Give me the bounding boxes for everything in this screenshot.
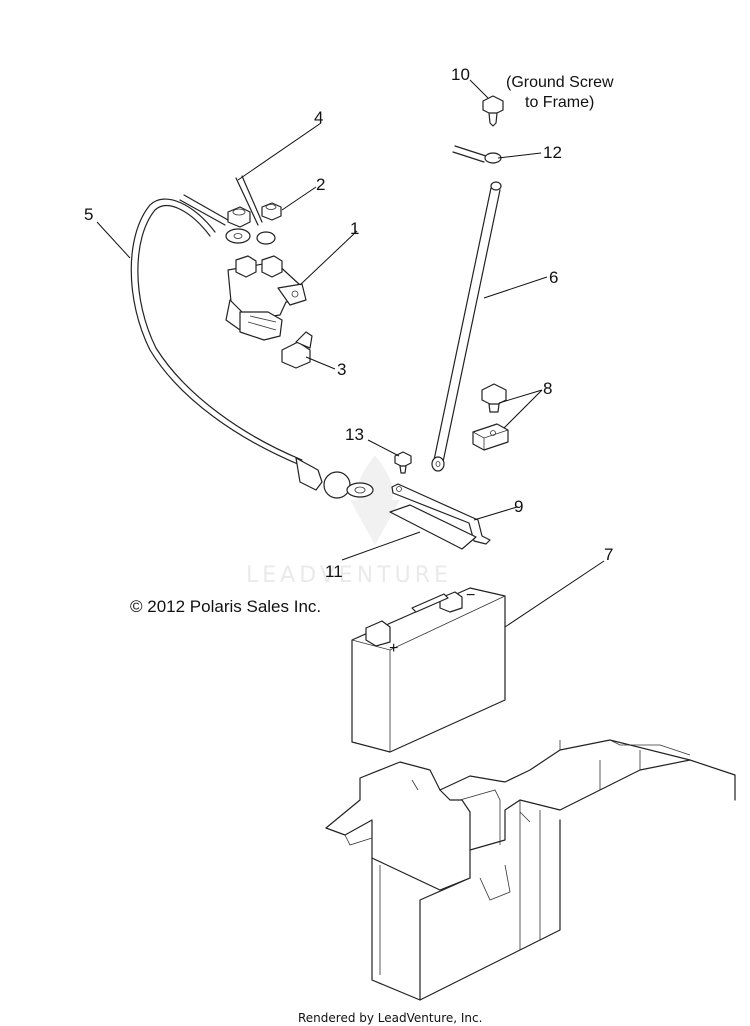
ground-screw-note: (Ground Screw to Frame) — [506, 74, 614, 111]
part-1-solenoid — [225, 255, 307, 341]
note-line-2: to Frame) — [525, 94, 594, 111]
battery-positive-mark: + — [389, 640, 398, 657]
callout-3: 3 — [337, 360, 346, 379]
part-2-nuts — [227, 202, 282, 228]
note-line-1: (Ground Screw — [506, 74, 614, 91]
callout-7: 7 — [604, 545, 613, 564]
battery-negative-mark: − — [466, 587, 475, 604]
copyright-text: © 2012 Polaris Sales Inc. — [130, 597, 321, 616]
callout-11: 11 — [325, 562, 343, 581]
part-12-ground-cable — [452, 145, 502, 164]
callout-6: 6 — [549, 268, 558, 287]
callout-12: 12 — [543, 143, 562, 162]
callout-9: 9 — [514, 497, 523, 516]
leader-lines — [96, 79, 605, 628]
part-6-strap — [431, 181, 502, 472]
leadventure-watermark: LEADVENTURE — [246, 455, 452, 588]
callout-labels: 1 2 3 4 5 6 7 8 9 10 11 12 13 — [84, 65, 613, 581]
part-3-bolt — [281, 331, 313, 369]
part-7-battery: + − — [351, 587, 506, 753]
part-8-bolt-and-block — [472, 383, 509, 451]
part-11-pad — [389, 504, 477, 550]
part-10-ground-screw — [482, 95, 504, 127]
part-9-bracket — [391, 483, 491, 545]
callout-10: 10 — [451, 65, 470, 84]
callout-5: 5 — [84, 205, 93, 224]
callout-4: 4 — [314, 108, 323, 127]
watermark-text: LEADVENTURE — [246, 563, 452, 588]
callout-1: 1 — [350, 219, 359, 238]
part-4-cables — [179, 175, 276, 245]
part-5-cable — [130, 198, 374, 499]
callout-2: 2 — [316, 175, 325, 194]
battery-box — [325, 739, 736, 1001]
callout-8: 8 — [543, 379, 552, 398]
footer-credit: Rendered by LeadVenture, Inc. — [298, 1011, 482, 1025]
callout-13: 13 — [345, 425, 364, 444]
